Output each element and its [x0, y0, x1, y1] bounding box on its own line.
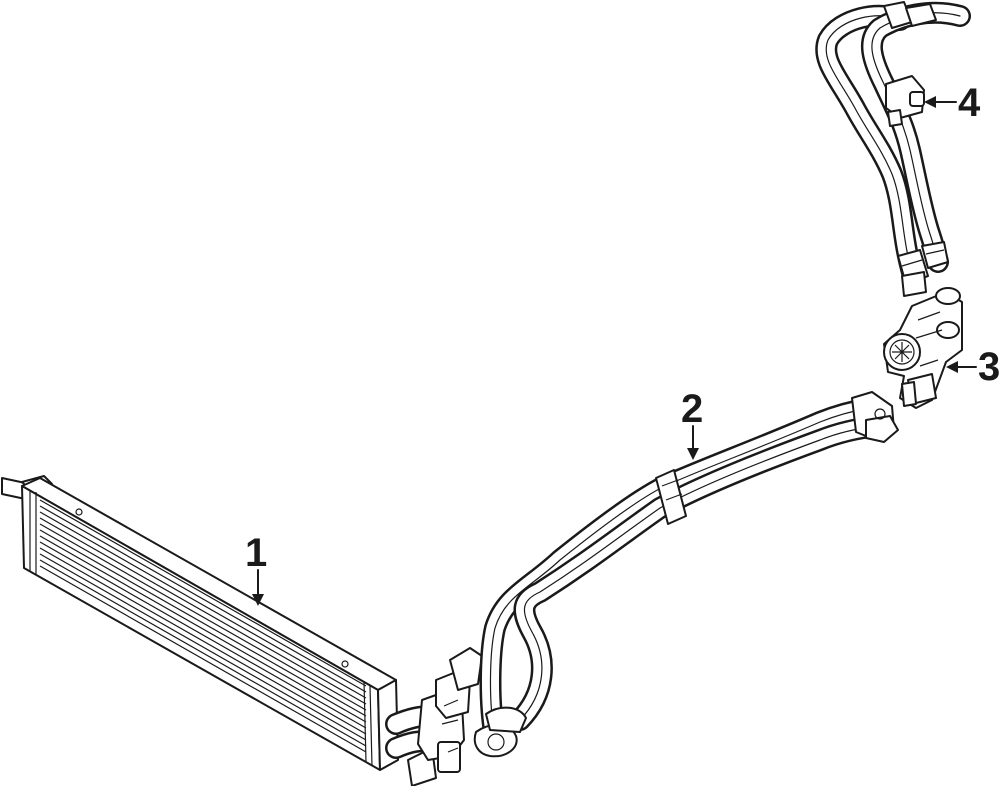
cooler-fin	[39, 541, 367, 729]
cooler-fin	[39, 559, 367, 747]
callout-2: 2	[681, 387, 703, 460]
arrowhead	[252, 594, 264, 606]
thermostat-valve-housing[interactable]	[883, 287, 963, 409]
cooler-fin	[39, 499, 367, 687]
cooler-fin	[39, 517, 367, 705]
cooler-fin	[39, 547, 367, 735]
callout-1: 1	[245, 531, 267, 606]
callout-label: 3	[978, 345, 1000, 389]
arrowhead	[687, 448, 699, 460]
callout-label: 4	[958, 81, 981, 125]
cooler-fin	[39, 565, 367, 753]
upper-hose-connector[interactable]	[815, 1, 971, 297]
arrowhead	[946, 361, 958, 373]
callout-label: 1	[245, 531, 267, 575]
cooler-hose-assembly[interactable]	[473, 391, 899, 758]
cooler-fin	[39, 505, 367, 693]
cooler-fin	[39, 529, 367, 717]
callout-label: 2	[681, 387, 703, 431]
transmission-oil-cooler[interactable]	[1, 475, 437, 786]
cooler-fin	[39, 511, 367, 699]
callout-4: 4	[924, 81, 981, 125]
cooler-fin	[39, 535, 367, 723]
callout-3: 3	[946, 345, 1000, 389]
cooler-outlet-fitting[interactable]	[385, 647, 483, 773]
cooler-fin	[39, 553, 367, 741]
arrowhead	[924, 96, 936, 108]
cooler-fin	[39, 523, 367, 711]
